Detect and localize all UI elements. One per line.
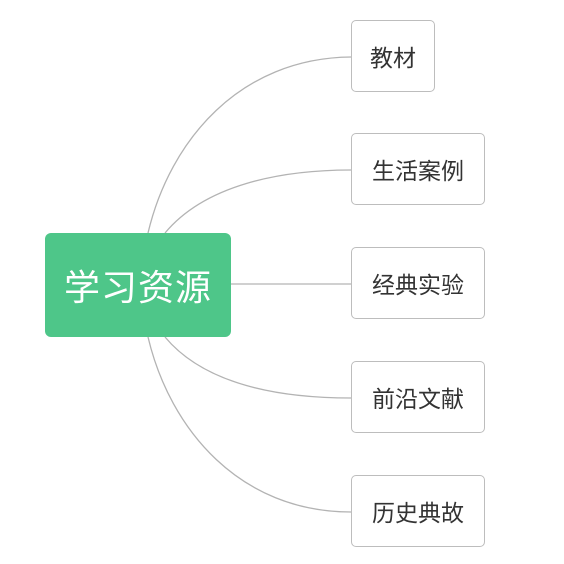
subtopic-node-frontier-literature[interactable]: 前沿文献: [351, 361, 485, 433]
subtopic-node-life-cases[interactable]: 生活案例: [351, 133, 485, 205]
subtopic-node-textbook[interactable]: 教材: [351, 20, 435, 92]
connector-3: [164, 336, 352, 399]
root-topic-label: 学习资源: [63, 268, 212, 309]
connector-4: [147, 336, 352, 513]
root-topic-node[interactable]: 学习资源: [45, 233, 231, 337]
subtopic-label: 前沿文献: [372, 387, 464, 413]
subtopic-node-historical-anecdotes[interactable]: 历史典故: [351, 475, 485, 547]
subtopic-label: 经典实验: [372, 273, 464, 299]
subtopic-label: 教材: [370, 46, 416, 72]
subtopic-node-classic-experiments[interactable]: 经典实验: [351, 247, 485, 319]
subtopic-label: 生活案例: [372, 159, 464, 185]
connector-1: [164, 169, 352, 234]
subtopic-label: 历史典故: [372, 501, 464, 527]
connector-0: [147, 56, 352, 234]
